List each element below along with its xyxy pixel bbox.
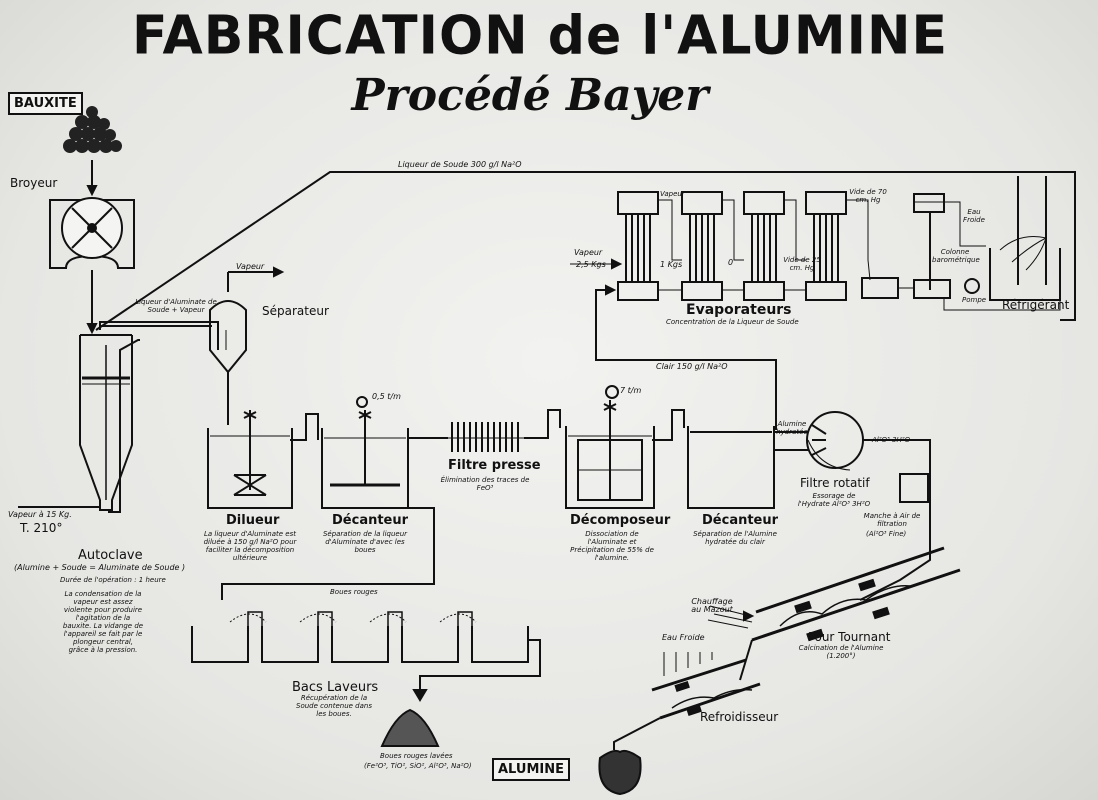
decomposeur-tank-icon [565,385,655,509]
filtre-presse-description: Élimination des traces de FeO³ [440,476,530,492]
boues-lavees-label: Boues rouges lavées [380,752,453,760]
eau-froide-label: Eau Froide [662,633,705,642]
rate-decanteur-label: 0,5 t/m [372,392,401,401]
boues-lavees-pile-icon [380,708,440,747]
refrigerant-label: Réfrigérant [1002,298,1070,312]
vide-25-label: Vide de 25 cm. Hg [783,256,821,272]
evaporateurs-label: Evaporateurs [686,302,792,318]
boues-rouges-label: Boues rouges [330,588,378,596]
bacs-laveurs-tanks-icon [191,611,541,702]
decanteur-2-tank-icon [687,426,775,509]
bauxite-pile-icon [63,106,122,153]
four-tournant-label: Four Tournant [808,630,891,644]
filtre-rotatif-label: Filtre rotatif [800,476,870,490]
vapeur-autoclave-label: Vapeur à 15 Kg. [8,510,72,519]
decanteur-2-description: Séparation de l'Alumine hydratée du clai… [693,530,777,546]
filtre-rotatif-description: Essorage de l'Hydrate Al²O³ 3H²O [797,492,871,508]
pompe-label: Pompe [962,296,987,304]
decomposeur-description: Dissociation de l'Aluminate et Précipita… [570,530,654,562]
alumine-fine-label: (Al²O³ Fine) [866,530,907,538]
separateur-label: Séparateur [262,304,329,318]
liqueur-soude-label: Liqueur de Soude 300 g/l Na²O [398,160,522,169]
autoclave-vessel-icon [79,334,133,511]
autoclave-description: La condensation de la vapeur est assez v… [62,590,144,654]
page-title: FABRICATION de l'ALUMINE [131,5,949,67]
decomposeur-label: Décomposeur [570,513,671,528]
dilueur-tank-icon [207,410,293,509]
page-subtitle: Procédé Bayer [351,70,709,121]
rate-decomposeur-label: 7 t/m [620,386,642,395]
autoclave-label: Autoclave [78,548,143,563]
decanteur-2-label: Décanteur [702,513,779,528]
boues-composition-label: (Fe²O³, TiO², SiO², Al²O³, Na²O) [364,762,472,770]
bacs-laveurs-label: Bacs Laveurs [292,680,379,695]
refroidisseur-label: Refroidisseur [700,710,779,724]
four-tournant-description: Calcination de l'Alumine (1.200°) [798,644,884,660]
vapeur-small-label: Vapeur [660,190,685,198]
pressure-1-label: 2,5 Kgs [576,260,606,269]
chauffage-mazout-label: Chauffage au Mazout [691,597,733,614]
liqueur-aluminate-label: Liqueur d'Aluminate de Soude + Vapeur [135,298,217,314]
colonne-barometrique-label: Colonne barométrique [932,248,980,264]
bauxite-label: BAUXITE [8,92,83,115]
autoclave-equation: (Alumine + Soude = Aluminate de Soude ) [14,563,186,572]
four-tournant-kiln-icon [707,546,961,642]
alumine-product-label: ALUMINE [492,758,570,781]
separateur-vessel-icon [209,266,285,374]
filtre-presse-label: Filtre presse [448,458,541,473]
refroidisseur-cooler-icon [613,652,761,750]
evaporator-bank-icon [570,191,986,301]
alumine-hydratee-label: Alumine hydratée [776,420,808,436]
broyeur-label: Broyeur [10,176,58,190]
decanteur-1-description: Séparation de la liqueur d'Aluminate d'a… [322,530,408,554]
vide-70-label: Vide de 70 cm. Hg [849,188,887,204]
decanteur-1-label: Décanteur [332,513,409,528]
temperature-label: T. 210° [20,521,63,535]
dilueur-label: Dilueur [226,513,280,528]
vapeur-separateur-label: Vapeur [236,262,265,271]
alumine-formula-label: Al²O³ 3H²O [872,436,911,444]
bacs-laveurs-description: Récupération de la Soude contenue dans l… [296,694,372,718]
pressure-3-label: 0 [728,258,734,267]
pressure-2-label: 1 Kgs [660,260,683,269]
manche-air-label: Manche à Air de filtration [863,512,921,528]
dilueur-description: La liqueur d'Aluminate est diluée à 150 … [203,530,297,562]
filtre-presse-icon [446,422,524,452]
decanteur-1-tank-icon [321,396,409,509]
evaporateurs-description: Concentration de la Liqueur de Soude [666,318,799,326]
autoclave-duree: Durée de l'opération : 1 heure [60,576,166,584]
vapeur-evaporateur-label: Vapeur [574,248,603,257]
eau-froide-top-label: Eau Froide [963,208,985,224]
refrigerant-tower-icon [943,176,1061,311]
alumine-sack-icon [598,749,642,796]
clair-label: Clair 150 g/l Na²O [656,362,728,371]
broyeur-crusher-icon [49,197,135,269]
filtre-rotatif-icon [806,411,864,471]
